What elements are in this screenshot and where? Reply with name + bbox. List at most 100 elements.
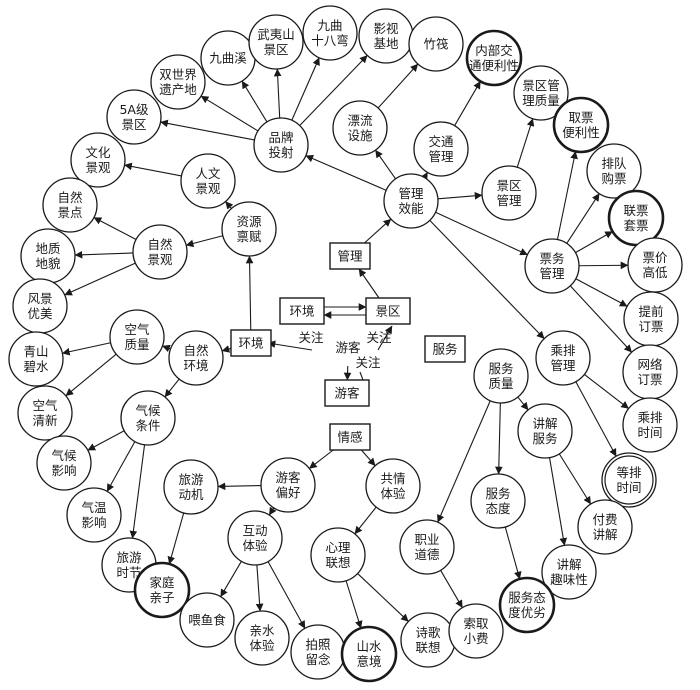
node-label-chengpai-0: 乘排 — [550, 343, 576, 358]
node-label-renwen-0: 人文 — [195, 166, 221, 181]
edge-piaowu-to-paidui — [566, 193, 600, 244]
node-label-neibu-0: 内部交 — [475, 43, 513, 58]
node-label-jiaotong-1: 管理 — [428, 149, 454, 164]
node-label-kongqiqx-1: 清新 — [32, 413, 57, 428]
edge-glxn-to-piaoliu — [375, 149, 396, 180]
node-label-gongqing-1: 体验 — [380, 486, 406, 501]
edge-zirangg-to-ziranjd — [93, 217, 137, 240]
edge-fwzl-to-zhiye — [437, 400, 491, 523]
node-label-jqgl-0: 景区 — [496, 178, 521, 193]
node-label-shuangshijie-1: 遗产地 — [159, 82, 197, 97]
node-label-a5-1: 景区 — [121, 117, 146, 132]
node-label-hudong-1: 体验 — [242, 538, 268, 553]
node-label-jqgl-1: 管理 — [496, 193, 522, 208]
node-label-fwzl-0: 服务 — [488, 361, 513, 376]
node-label-gongqing-0: 共情 — [380, 471, 405, 486]
node-label-ziranhj-1: 环境 — [183, 358, 208, 373]
edge-pinpai-to-wuyishan — [273, 68, 282, 119]
node-label-fwtd-1: 态度 — [485, 501, 511, 516]
edge-ziranhj-to-kongqizl — [162, 344, 171, 353]
node-label-suoqu-0: 索取 — [463, 616, 489, 631]
box-label-fuwu: 服务 — [432, 342, 457, 357]
node-label-jiuqu18-0: 九曲 — [317, 18, 342, 33]
node-label-fwzl-1: 质量 — [488, 376, 513, 391]
node-label-wangluo-1: 订票 — [637, 372, 662, 387]
box-jingqu: 景区 — [365, 297, 411, 325]
node-label-fwtd-0: 服务 — [485, 486, 510, 501]
node-label-dizhi-1: 地貌 — [35, 256, 61, 271]
edge-qihou-to-qhyx — [87, 430, 125, 451]
edge-kongqizl-to-kongqiqx — [65, 353, 117, 397]
edge-jqgl-to-jqglzl — [516, 118, 535, 168]
edge-piaowu-to-wangluo — [569, 285, 633, 353]
node-weiyu: 喂鱼食 — [179, 592, 235, 648]
node-label-wenhua-1: 景观 — [85, 160, 111, 175]
node-label-lvyoudj-1: 动机 — [178, 487, 204, 502]
box-guanli: 管理 — [329, 242, 371, 270]
node-label-tiqian-1: 订票 — [638, 319, 663, 334]
edge-piaowu-to-lianpiao — [575, 230, 613, 254]
node-label-cpsj-1: 时间 — [637, 425, 662, 440]
node-label-qhyx-1: 影响 — [51, 463, 76, 478]
edge-renwen-to-wenhua — [124, 162, 182, 177]
edge-jjfw-to-jjqw — [548, 457, 568, 546]
node-label-paidui-1: 购票 — [601, 171, 626, 186]
node-label-shuangshijie-0: 双世界 — [159, 67, 197, 82]
node-label-qihou-0: 气候 — [135, 403, 161, 418]
edge-glxn-to-jiaotong — [420, 172, 428, 181]
box-huanjing_left: 环境 — [230, 329, 272, 357]
edge-qihou-to-qiwen — [106, 441, 136, 492]
node-label-dpsj-1: 时间 — [616, 480, 641, 495]
node-label-shige-0: 诗歌 — [415, 625, 441, 640]
node-label-tiqian-0: 提前 — [638, 304, 663, 319]
node-label-shanshui-1: 意境 — [356, 654, 381, 669]
box-label-youke: 游客 — [334, 386, 360, 401]
node-label-zhiye-1: 道德 — [414, 547, 440, 562]
edge-huanjing_left-to-ziranhj — [221, 345, 232, 353]
node-label-piaoliu-1: 设施 — [347, 128, 373, 143]
node-label-jjqw-1: 趣味性 — [550, 572, 588, 587]
node-label-lianpiao-1: 套票 — [623, 218, 648, 233]
node-label-fufei-1: 讲解 — [592, 527, 617, 542]
node-label-jiating-1: 亲子 — [149, 590, 174, 605]
node-label-glxn-0: 管理 — [398, 186, 424, 201]
edge-guanli-to-glxn — [364, 218, 392, 244]
node-label-xinli-1: 联想 — [325, 555, 350, 570]
edge-pinpai-to-yingshi — [299, 55, 368, 126]
edge-pinpai-to-shuangshijie — [200, 95, 259, 132]
edge-glxn-to-chengpai — [429, 220, 545, 339]
edge-glxn-to-pinpai — [305, 155, 387, 191]
node-label-qinshui-0: 亲水 — [249, 623, 275, 638]
edge-fwzl-to-fwtd — [494, 402, 503, 475]
node-label-weiyu-0: 喂鱼食 — [188, 613, 226, 628]
node-label-ziyuan-1: 禀赋 — [236, 229, 262, 244]
node-label-piaojia-0: 票价 — [642, 250, 668, 265]
node-label-fwtdyx-0: 服务态 — [508, 590, 546, 605]
node-label-paidui-0: 排队 — [601, 156, 627, 171]
edge-piaowu-to-tiqian — [575, 278, 628, 307]
box-fuwu: 服务 — [424, 335, 466, 363]
box-qinggan: 情感 — [329, 423, 371, 451]
node-label-jiuquxi-0: 九曲溪 — [209, 51, 247, 66]
